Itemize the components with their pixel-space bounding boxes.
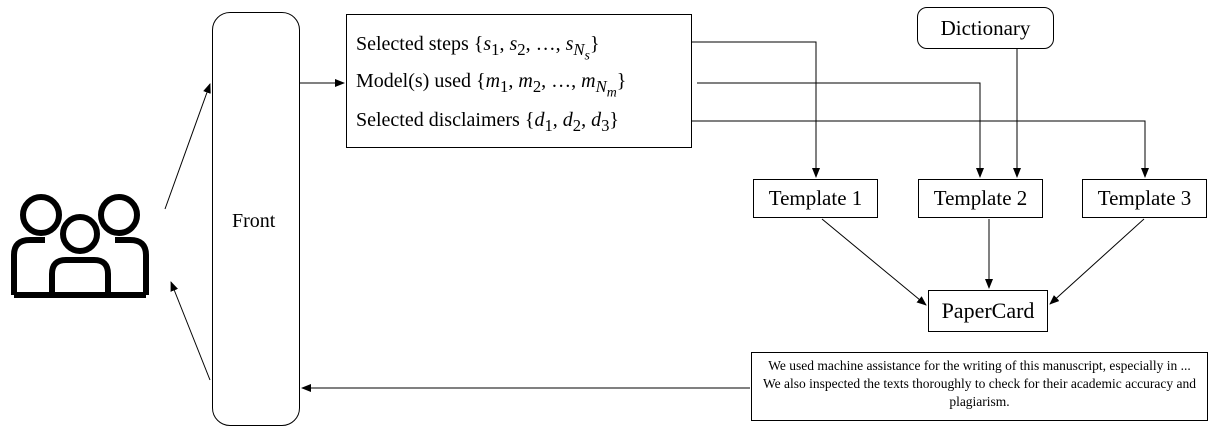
template3-to-papercard-arrow: [1049, 218, 1145, 305]
steps-set-formula: {s1, s2, …, sNs}: [473, 33, 600, 64]
models-to-template2-arrow: [697, 82, 984, 178]
selected-disclaimers-line: Selected disclaimers {d1, d2, d3}: [356, 109, 619, 136]
front-to-users-arrow: [170, 281, 211, 381]
papercard-box: PaperCard: [928, 290, 1048, 332]
models-used-label: Model(s) used: [356, 70, 471, 92]
disclaimer-note-box: We used machine assistance for the writi…: [751, 352, 1208, 421]
disclaimers-set-formula: {d1, d2, d3}: [524, 109, 620, 135]
template-1-box: Template 1: [753, 179, 878, 218]
models-set-formula: {m1, m2, …, mNm}: [475, 70, 627, 101]
dictionary-box: Dictionary: [917, 7, 1054, 49]
selected-steps-label: Selected steps: [356, 33, 469, 55]
selected-steps-line: Selected steps {s1, s2, …, sNs}: [356, 33, 600, 64]
models-used-line: Model(s) used {m1, m2, …, mNm}: [356, 70, 626, 101]
steps-to-template1-arrow: [662, 41, 820, 178]
selected-disclaimers-label: Selected disclaimers: [356, 109, 520, 131]
inputs-box: Selected steps {s1, s2, …, sNs} Model(s)…: [346, 14, 692, 148]
template-2-box: Template 2: [918, 179, 1043, 218]
template-3-box: Template 3: [1082, 179, 1207, 218]
front-box: [212, 12, 300, 426]
disclaimers-to-template3-arrow: [692, 120, 1149, 178]
users-group-icon: [11, 194, 149, 298]
template1-to-papercard-arrow: [821, 218, 927, 306]
users-to-front-arrow: [164, 83, 211, 210]
front-label: Front: [232, 210, 276, 232]
